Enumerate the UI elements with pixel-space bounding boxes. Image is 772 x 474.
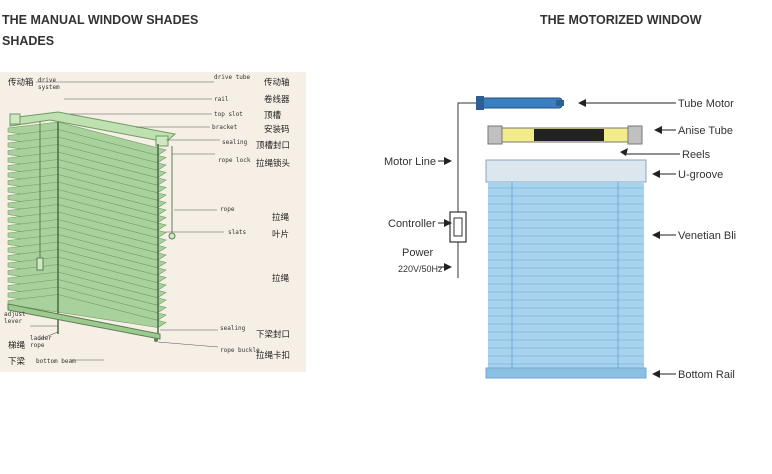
rope-buckle-marker <box>154 338 158 342</box>
bottom-sealing-en: sealing <box>220 325 246 332</box>
motor-line-label: Motor Line <box>384 156 436 168</box>
rail-en: rail <box>214 96 229 103</box>
adjust-lever-en1: adjust <box>4 311 26 318</box>
tube-motor <box>479 97 563 109</box>
reels-label: Reels <box>682 149 711 161</box>
rope-buckle-en: rope buckle <box>220 347 260 354</box>
top-sealing-en: sealing <box>222 139 248 146</box>
bottom-beam <box>7 303 161 340</box>
manual-slats <box>7 121 167 328</box>
bracket-en: bracket <box>212 124 238 131</box>
top-sealing-zh: 顶槽封口 <box>256 140 290 150</box>
reel-right <box>627 125 643 145</box>
bracket-zh: 安装码 <box>264 124 290 134</box>
drive-system-en1: drive <box>38 77 56 84</box>
rope-lock-zh: 拉绳锁头 <box>256 158 291 168</box>
motor-arrowheads <box>444 99 662 378</box>
ladder-rope-en1: ladder <box>30 335 52 342</box>
bracket-right <box>155 135 169 147</box>
rope-buckle-zh: 拉绳卡扣 <box>256 350 290 360</box>
rope-en: rope <box>220 206 235 213</box>
manual-shades-title: THE MANUAL WINDOW SHADES SHADES <box>2 10 198 52</box>
motorized-blind-svg: Tube Motor Anise Tube Reels U-groove Ven… <box>384 96 754 381</box>
drive-system-box <box>9 113 21 125</box>
slats-en: slats <box>228 229 246 236</box>
top-slot-en: top slot <box>214 111 243 118</box>
motor-line-wire <box>457 102 476 212</box>
u-groove <box>485 159 647 183</box>
top-slot-zh: 顶槽 <box>264 110 282 120</box>
controller-switch <box>453 217 463 237</box>
u-groove-label: U-groove <box>678 169 723 181</box>
bottom-beam-zh: 下梁 <box>8 356 26 366</box>
drive-system-en2: system <box>38 84 60 91</box>
drive-tube-en: drive tube <box>214 74 251 81</box>
drive-tube-zh: 传动轴 <box>264 77 290 87</box>
rope-zh: 拉绳 <box>272 212 290 222</box>
power-label: Power <box>402 247 434 259</box>
manual-title-line2: SHADES <box>2 34 55 48</box>
ladder-rope-zh: 梯绳 <box>8 340 26 350</box>
voltage-label: 220V/50Hz <box>398 264 443 274</box>
rope-lock-en: rope lock <box>218 157 251 164</box>
manual-leader-lines <box>30 81 224 361</box>
manual-blind-diagram: 传动箱 drive system adjust lever 梯绳 ladder … <box>0 72 306 372</box>
drive-system-zh: 传动箱 <box>8 77 34 87</box>
venetian-blind-body <box>488 182 644 378</box>
bottom-beam-en: bottom beam <box>36 358 76 365</box>
motorized-blind-diagram: Tube Motor Anise Tube Reels U-groove Ven… <box>380 72 754 390</box>
pull-rope-zh: 拉绳 <box>272 273 290 283</box>
rope-end <box>168 232 176 240</box>
tube-motor-cap <box>476 96 484 110</box>
bottom-rail <box>485 367 647 379</box>
tube-motor-label: Tube Motor <box>678 98 734 110</box>
reel-left <box>487 125 503 145</box>
manual-title-line1: THE MANUAL WINDOW SHADES <box>2 13 199 27</box>
tube-motor-shaft <box>556 100 564 106</box>
venetian-blinds-label: Venetian Blinds <box>678 230 736 242</box>
ladder-rope-en2: rope <box>30 342 45 349</box>
controller-label: Controller <box>388 218 436 230</box>
manual-blind-svg: 传动箱 drive system adjust lever 梯绳 ladder … <box>4 74 291 366</box>
bottom-rail-label: Bottom Rail <box>678 369 735 381</box>
anise-tube-core <box>534 129 604 141</box>
adjust-lever-en2: lever <box>4 318 22 325</box>
rail-zh: 卷线器 <box>264 94 290 104</box>
slats-zh: 叶片 <box>272 229 289 239</box>
motorized-title: THE MOTORIZED WINDOW <box>540 13 702 27</box>
anise-tube-label: Anise Tube <box>678 125 733 137</box>
adjust-lever-handle <box>36 257 44 271</box>
bottom-sealing-zh: 下梁封口 <box>256 329 290 339</box>
